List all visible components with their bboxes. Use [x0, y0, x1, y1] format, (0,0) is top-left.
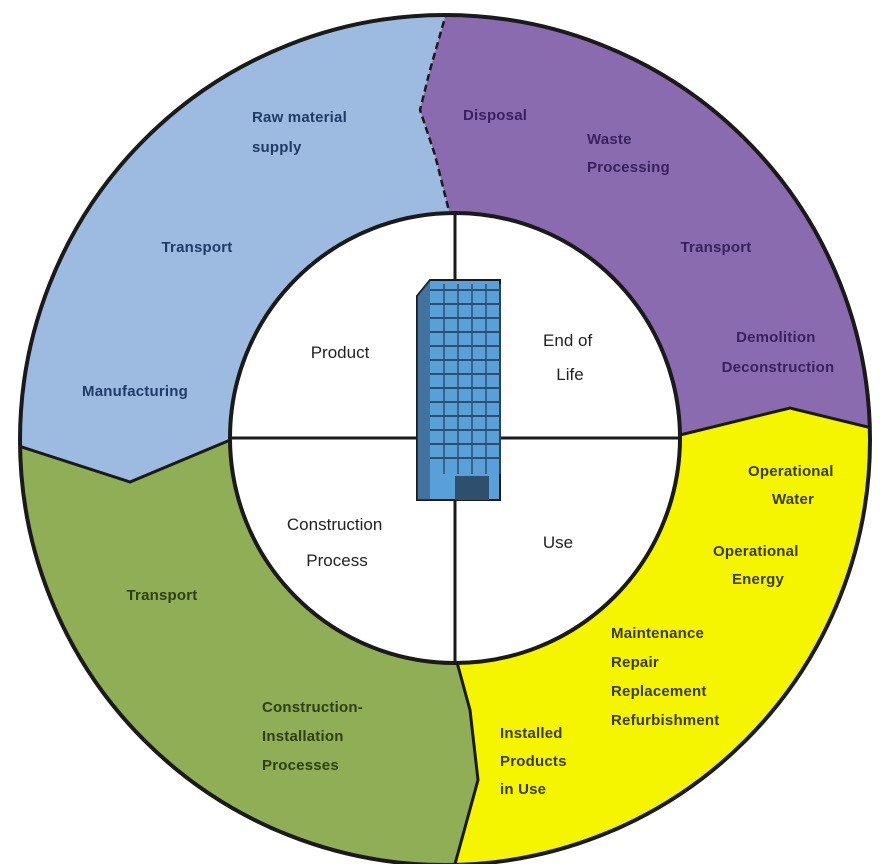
construction-installation-label: Construction- Installation Processes [262, 699, 367, 774]
product-transport-label: Transport [162, 239, 233, 256]
product-eol-boundary [418, 15, 452, 216]
manufacturing-label: Manufacturing [82, 383, 188, 400]
product-stage-label: Product [311, 343, 370, 362]
disposal-label: Disposal [463, 107, 527, 124]
construction-transport-label: Transport [127, 587, 198, 604]
product-construction-boundary [20, 436, 236, 484]
eol-transport-label: Transport [681, 239, 752, 256]
operational-energy-label: Operational Energy [713, 543, 803, 588]
eol-use-boundary [679, 406, 870, 437]
operational-water-label: Operational Water [748, 463, 838, 508]
use-stage-label: Use [543, 533, 573, 552]
office-building-icon [416, 279, 501, 501]
construction-process-stage-label: Construction Process [287, 515, 387, 570]
construction-use-boundary [453, 654, 480, 864]
waste-processing-label: Waste Processing [587, 131, 670, 176]
installed-products-label: Installed Products in Use [500, 725, 571, 798]
demolition-deconstruction-label: Demolition Deconstruction [722, 329, 835, 376]
maintenance-repair-label: Maintenance Repair Replacement Refurbish… [611, 625, 719, 729]
raw-material-supply-label: Raw material supply [252, 109, 351, 156]
outer-ring-outline [18, 13, 872, 864]
end-of-life-stage-label: End of Life [543, 331, 597, 384]
